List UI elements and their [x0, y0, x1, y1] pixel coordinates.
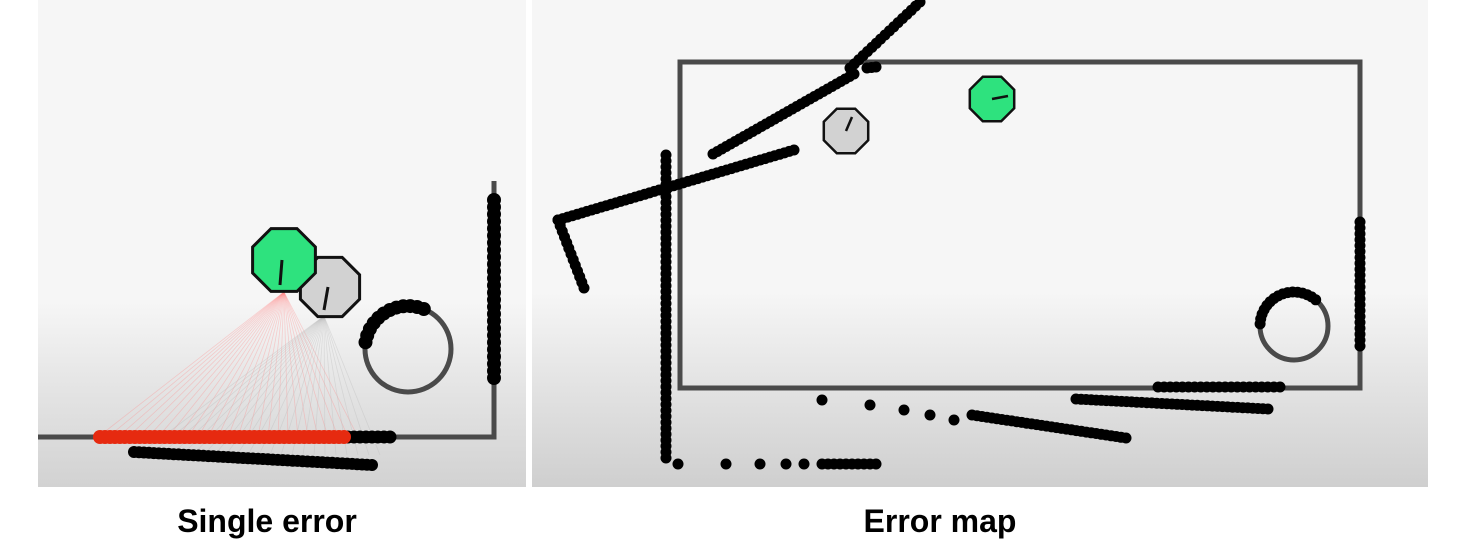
scan-point — [366, 459, 378, 471]
scan-point — [1310, 294, 1322, 306]
scan-point — [864, 399, 876, 411]
single-error-panel — [38, 0, 526, 487]
laser-ray — [127, 291, 285, 438]
laser-ray — [267, 291, 285, 438]
laser-ray — [207, 291, 285, 438]
laser-ray — [197, 291, 285, 438]
laser-ray — [277, 291, 285, 438]
laser-ray — [283, 291, 339, 438]
scan-point — [816, 394, 828, 406]
octagon-robot-green-icon — [968, 75, 1016, 123]
laser-ray — [283, 291, 359, 438]
scan-point — [337, 430, 351, 444]
laser-ray — [137, 291, 285, 438]
scan-point — [948, 414, 960, 426]
laser-ray — [117, 291, 285, 438]
scan-point — [798, 458, 810, 470]
scan-point — [898, 404, 910, 416]
laser-ray — [247, 291, 285, 438]
scan-points — [128, 193, 501, 471]
laser-ray — [147, 291, 285, 438]
scan-point — [1354, 340, 1366, 352]
error-map-panel — [532, 0, 1428, 487]
scan-point — [672, 458, 684, 470]
laser-ray — [237, 291, 285, 438]
laser-ray — [227, 291, 285, 438]
scan-point — [660, 452, 672, 464]
error-scan-points — [93, 430, 351, 444]
single-error-diagram — [38, 181, 501, 471]
scan-point — [720, 458, 732, 470]
laser-ray — [217, 291, 285, 438]
error-map-diagram — [552, 0, 1366, 470]
error-map-caption: Error map — [863, 503, 1017, 539]
scan-point — [1120, 432, 1132, 444]
scan-point — [788, 144, 800, 156]
scan-point — [754, 458, 766, 470]
scan-point — [914, 0, 926, 8]
scan-point — [924, 409, 936, 421]
laser-ray — [177, 291, 285, 438]
scan-point — [870, 458, 882, 470]
laser-ray — [97, 291, 285, 438]
scan-point — [487, 371, 501, 385]
scan-point — [416, 302, 431, 316]
laser-ray — [283, 291, 289, 438]
octagon-robot-green-icon — [251, 227, 317, 293]
octagon-robot-gray-icon — [822, 107, 870, 155]
laser-ray — [283, 291, 329, 438]
laser-ray — [157, 291, 285, 438]
scan-point — [383, 430, 397, 444]
single-error-caption: Single error — [177, 503, 357, 539]
scan-points — [552, 0, 1366, 470]
scan-point — [578, 282, 590, 294]
laser-ray — [187, 291, 285, 438]
laser-ray — [107, 291, 285, 438]
scan-point — [848, 68, 860, 80]
laser-ray — [257, 291, 285, 438]
laser-ray — [283, 291, 349, 438]
laser-ray — [283, 291, 309, 438]
laser-ray — [167, 291, 285, 438]
scan-point — [1262, 403, 1274, 415]
laser-ray — [283, 291, 319, 438]
scan-point — [870, 61, 882, 73]
laser-ray — [283, 291, 299, 438]
scan-point — [1274, 381, 1286, 393]
scan-point — [780, 458, 792, 470]
